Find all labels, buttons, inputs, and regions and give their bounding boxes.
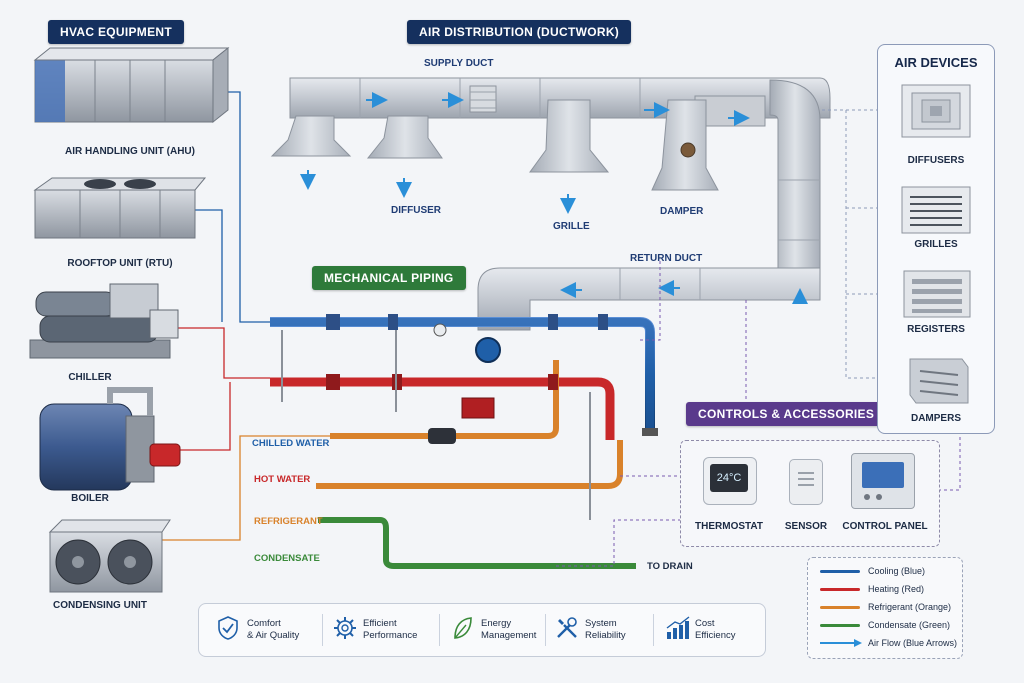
- diffuser-label: DIFFUSER: [391, 205, 441, 216]
- controls-accessories-tag: CONTROLS & ACCESSORIES: [686, 402, 887, 426]
- rtu-graphic: [33, 177, 207, 239]
- caption-sensor: SENSOR: [784, 521, 828, 532]
- caption-registers: REGISTERS: [907, 324, 965, 335]
- tools-icon: [557, 617, 577, 638]
- thermostat-display: 24°C: [710, 464, 748, 492]
- chiller-graphic: [29, 283, 179, 359]
- caption-thermostat: THERMOSTAT: [695, 521, 763, 532]
- caption-control-panel: CONTROL PANEL: [842, 521, 928, 532]
- legend: Cooling (Blue) Heating (Red) Refrigerant…: [807, 557, 963, 659]
- hvac-equipment-tag: HVAC EQUIPMENT: [48, 20, 184, 44]
- control-panel-device[interactable]: [851, 453, 915, 509]
- hot-water-pipe: [270, 377, 615, 440]
- condensate-pipe: [318, 517, 636, 569]
- air-distribution-tag: AIR DISTRIBUTION (DUCTWORK): [407, 20, 632, 44]
- caption-condensing-unit: CONDENSING UNIT: [53, 600, 147, 611]
- condensing-unit-graphic: [48, 519, 171, 593]
- caption-chiller: CHILLER: [68, 372, 112, 383]
- gear-icon: [334, 617, 356, 639]
- chart-up-icon: [666, 616, 690, 639]
- thermostat-device[interactable]: 24°C: [703, 457, 757, 505]
- condensate-label: CONDENSATE: [254, 553, 320, 564]
- to-drain-label: TO DRAIN: [647, 561, 693, 572]
- refrigerant-pipe: [316, 323, 623, 489]
- chilled-water-label: CHILLED WATER: [252, 438, 330, 449]
- chilled-water-pipe: [270, 317, 658, 436]
- caption-grilles: GRILLES: [914, 239, 958, 250]
- hot-water-label: HOT WATER: [254, 474, 311, 485]
- refrigerant-label: REFRIGERANT: [254, 516, 323, 527]
- caption-rtu: ROOFTOP UNIT (RTU): [67, 258, 173, 269]
- boiler-graphic: [39, 387, 181, 491]
- benefit-comfort: Comfort& Air Quality: [217, 612, 317, 648]
- leaf-icon: [454, 617, 472, 639]
- grille-label: GRILLE: [553, 221, 590, 232]
- damper-device-icon: [909, 358, 969, 404]
- controls-box: 24°C THERMOSTAT SENSOR CONTROL PANEL: [680, 440, 940, 547]
- return-duct-label: RETURN DUCT: [630, 253, 703, 264]
- caption-dampers: DAMPERS: [910, 413, 961, 424]
- supply-duct-label: SUPPLY DUCT: [424, 58, 494, 69]
- shield-check-icon: [218, 616, 238, 640]
- diffuser-device-icon: [901, 84, 971, 138]
- ahu-graphic: [33, 46, 230, 124]
- air-devices-title: AIR DEVICES: [894, 55, 978, 70]
- supply-duct: [270, 77, 831, 301]
- caption-ahu: AIR HANDLING UNIT (AHU): [65, 146, 195, 157]
- air-devices-panel: AIR DEVICES DIFFUSERS GRILLES REGISTERS …: [877, 44, 995, 434]
- register-device-icon: [903, 270, 971, 318]
- grille-device-icon: [901, 186, 971, 234]
- arrow-right-icon: [820, 639, 862, 647]
- sensor-device[interactable]: [789, 459, 823, 505]
- mechanical-piping-tag: MECHANICAL PIPING: [312, 266, 466, 290]
- damper-label: DAMPER: [660, 206, 704, 217]
- caption-boiler: BOILER: [71, 493, 109, 504]
- caption-diffusers: DIFFUSERS: [907, 155, 965, 166]
